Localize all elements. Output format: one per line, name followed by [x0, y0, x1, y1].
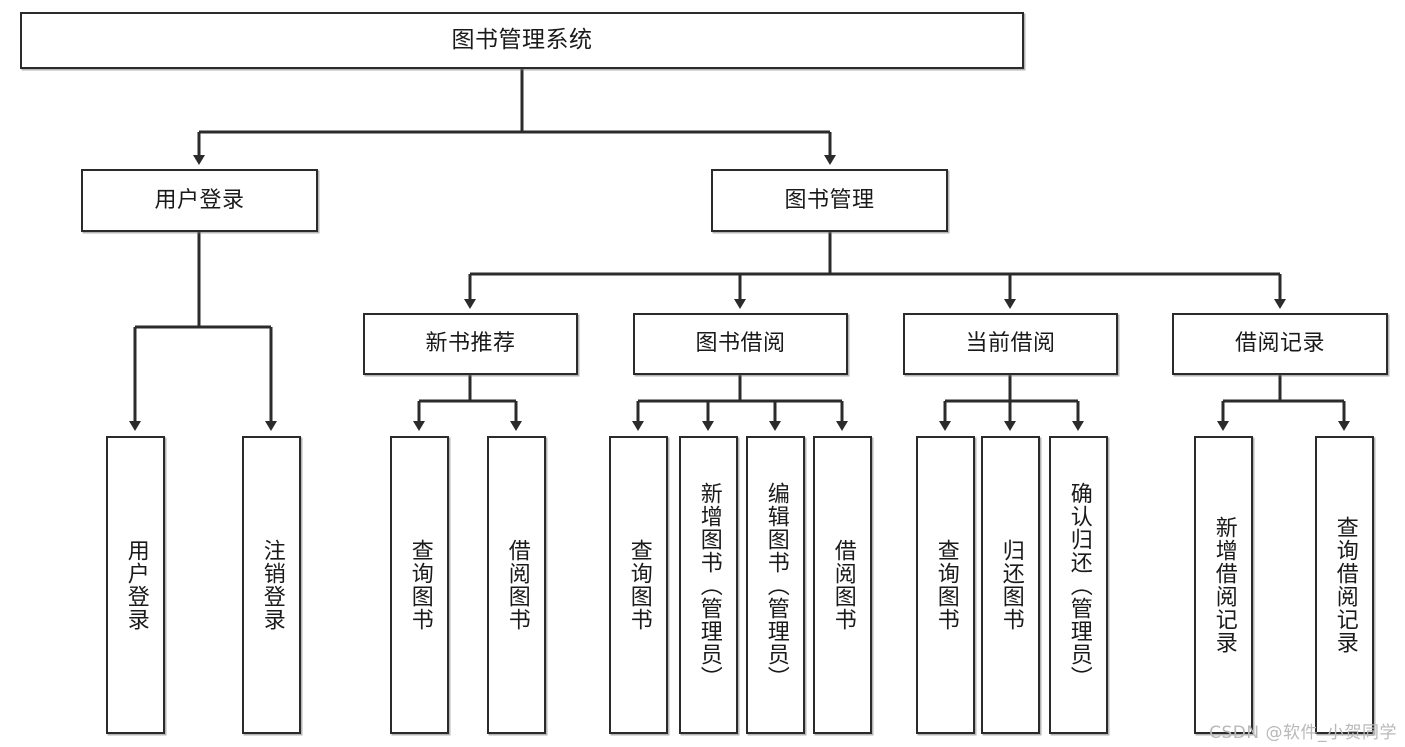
leaf-add-book-admin[interactable]: 新增图书（管理员） [679, 436, 738, 734]
node-label: 查询图书 [933, 539, 959, 631]
node-label: 查询图书 [626, 539, 652, 631]
node-label: 借阅图书 [504, 539, 530, 631]
node-user-login[interactable]: 用户登录 [81, 169, 318, 232]
node-root-book-management-system[interactable]: 图书管理系统 [20, 12, 1024, 69]
node-label: 新增借阅记录 [1211, 516, 1237, 654]
leaf-query-book-1[interactable]: 查询图书 [390, 436, 449, 734]
leaf-edit-book-admin[interactable]: 编辑图书（管理员） [746, 436, 805, 734]
leaf-borrow-book-2[interactable]: 借阅图书 [813, 436, 872, 734]
node-borrow-record[interactable]: 借阅记录 [1172, 313, 1388, 375]
node-label: 编辑图书（管理员） [763, 481, 789, 689]
node-book-management[interactable]: 图书管理 [711, 169, 948, 232]
node-label: 当前借阅 [965, 331, 1056, 357]
leaf-query-book-3[interactable]: 查询图书 [916, 436, 975, 734]
node-label: 新增图书（管理员） [696, 481, 722, 689]
node-label: 借阅图书 [830, 539, 856, 631]
leaf-add-borrow-record[interactable]: 新增借阅记录 [1194, 436, 1253, 734]
node-label: 新书推荐 [425, 331, 516, 357]
leaf-borrow-book-1[interactable]: 借阅图书 [487, 436, 546, 734]
node-label: 注销登录 [259, 539, 285, 631]
node-label: 图书管理 [784, 187, 875, 213]
node-label: 借阅记录 [1234, 331, 1325, 357]
leaf-query-borrow-record[interactable]: 查询借阅记录 [1315, 436, 1374, 734]
node-label: 用户登录 [123, 539, 149, 631]
node-book-borrow[interactable]: 图书借阅 [633, 313, 848, 375]
leaf-user-login[interactable]: 用户登录 [106, 436, 165, 734]
node-label: 图书管理系统 [451, 26, 593, 53]
node-label: 用户登录 [154, 187, 245, 213]
leaf-query-book-2[interactable]: 查询图书 [609, 436, 668, 734]
leaf-user-logout[interactable]: 注销登录 [242, 436, 301, 734]
leaf-confirm-return-admin[interactable]: 确认归还（管理员） [1049, 436, 1108, 734]
node-label: 查询借阅记录 [1332, 516, 1358, 654]
node-label: 图书借阅 [695, 331, 786, 357]
node-label: 确认归还（管理员） [1066, 481, 1092, 689]
node-label: 归还图书 [998, 539, 1024, 631]
node-current-borrow[interactable]: 当前借阅 [903, 313, 1118, 375]
node-label: 查询图书 [407, 539, 433, 631]
leaf-return-book[interactable]: 归还图书 [981, 436, 1040, 734]
node-new-book-recommendation[interactable]: 新书推荐 [363, 313, 578, 375]
